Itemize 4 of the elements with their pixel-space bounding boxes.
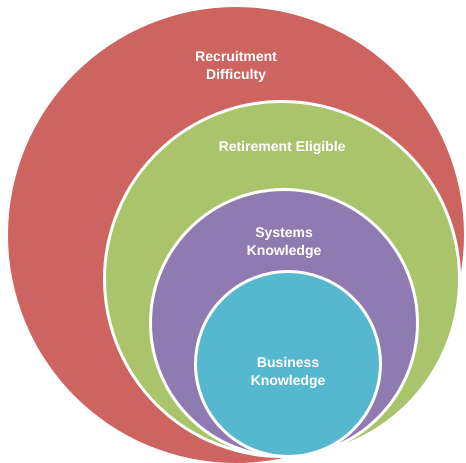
circle-label: Systems Knowledge	[246, 223, 322, 259]
circle-label: Retirement Eligible	[218, 137, 346, 155]
circle-label: Business Knowledge	[250, 353, 326, 389]
circle-label: Recruitment Difficulty	[194, 47, 278, 83]
